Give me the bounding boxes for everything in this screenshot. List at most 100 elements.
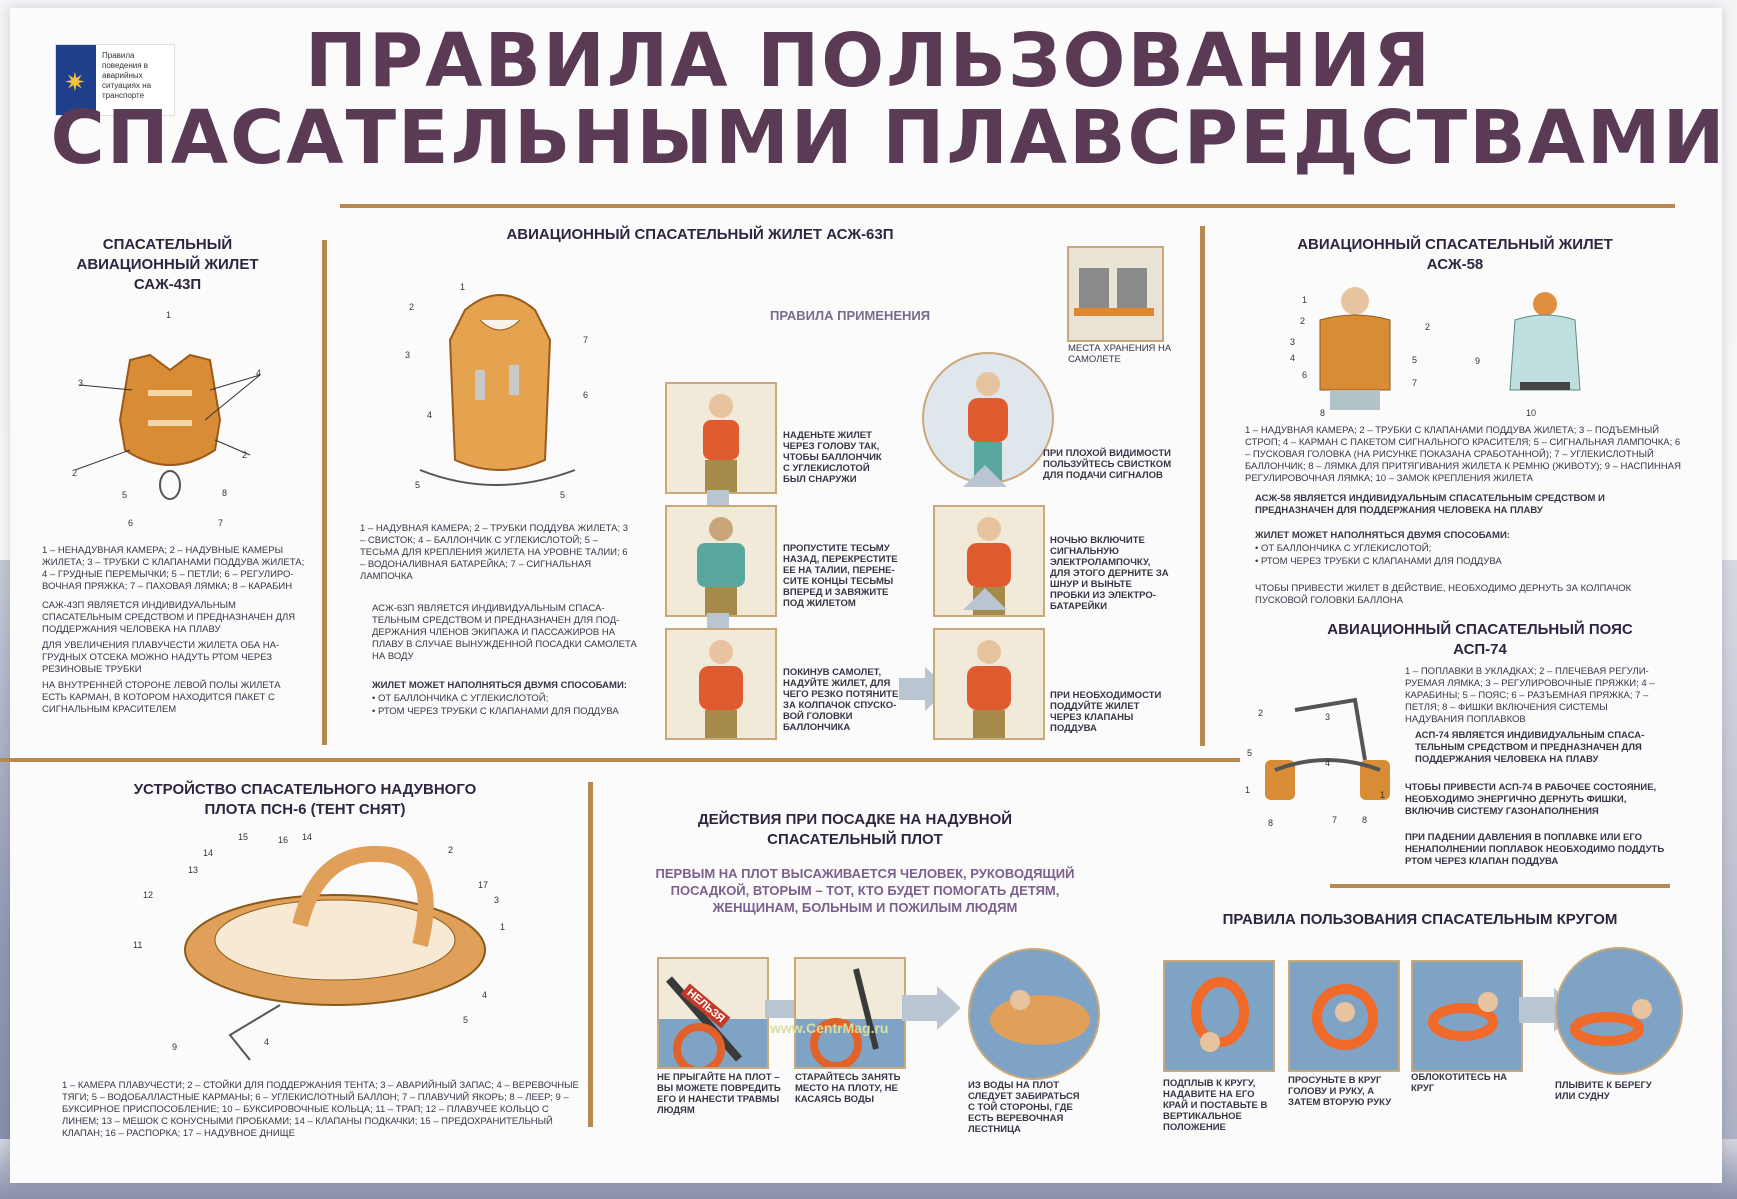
arrow-up-1 bbox=[707, 490, 729, 505]
asj63-step-4-picture bbox=[933, 628, 1045, 740]
asj63-step-6-text: ПРИ ПЛОХОЙ ВИДИМОСТИ ПОЛЬЗУЙТЕСЬ СВИСТКО… bbox=[1043, 448, 1172, 481]
arrow-up-3 bbox=[963, 465, 1007, 487]
asj63-step-5-text: НОЧЬЮ ВКЛЮЧИТЕ СИГНАЛЬНУЮ ЭЛЕКТРОЛАМПОЧК… bbox=[1050, 535, 1169, 612]
raft-step-2-picture bbox=[794, 957, 906, 1069]
logo-badge bbox=[56, 45, 96, 115]
asj58-illustration-back bbox=[1500, 290, 1590, 415]
asj63-step-2-picture bbox=[665, 505, 777, 617]
emercom-logo: ✷ Правила поведения в аварийных ситуация… bbox=[55, 44, 175, 116]
asp74-legend: 1 – ПОПЛАВКИ В УКЛАДКАХ; 2 – ПЛЕЧЕВАЯ РЕ… bbox=[1405, 666, 1655, 725]
life-ring-icon bbox=[1191, 977, 1249, 1052]
ring-heading: ПРАВИЛА ПОЛЬЗОВАНИЯ СПАСАТЕЛЬНЫМ КРУГОМ bbox=[1222, 911, 1618, 928]
asp74-paragraph-3: ПРИ ПАДЕНИИ ДАВЛЕНИЯ В ПОПЛАВКЕ ИЛИ ЕГО … bbox=[1405, 832, 1665, 867]
asj58-bullet-1: • ОТ БАЛЛОНЧИКА С УГЛЕКИСЛОТОЙ; bbox=[1255, 543, 1432, 554]
page-title-line1: ПРАВИЛА ПОЛЬЗОВАНИЯ bbox=[305, 18, 1432, 104]
ring-step-4-text: ПЛЫВИТЕ К БЕРЕГУ ИЛИ СУДНУ bbox=[1555, 1080, 1652, 1102]
asj63-step-1-text: НАДЕНЬТЕ ЖИЛЕТ ЧЕРЕЗ ГОЛОВУ ТАК, ЧТОБЫ Б… bbox=[783, 430, 882, 485]
life-ring-head-icon bbox=[1312, 984, 1378, 1050]
psn6-heading: УСТРОЙСТВО СПАСАТЕЛЬНОГО НАДУВНОГО ПЛОТА… bbox=[133, 781, 477, 818]
asj58-bullet-2: • РТОМ ЧЕРЕЗ ТРУБКИ С КЛАПАНАМИ ДЛЯ ПОДД… bbox=[1255, 556, 1502, 567]
raft-arrow-2 bbox=[902, 995, 940, 1021]
asj58-illustration-front bbox=[1290, 285, 1420, 415]
person-blow-tube-icon bbox=[967, 640, 1011, 738]
saj-legend: 1 – НЕНАДУВНАЯ КАМЕРА; 2 – НАДУВНЫЕ КАМЕ… bbox=[42, 545, 305, 592]
asj58-paragraph-2: ЖИЛЕТ МОЖЕТ НАПОЛНЯТЬСЯ ДВУМЯ СПОСОБАМИ: bbox=[1255, 530, 1510, 541]
ring-step-3-picture bbox=[1411, 960, 1523, 1072]
person-vest-back-icon bbox=[697, 517, 745, 615]
ring-step-2-picture bbox=[1288, 960, 1400, 1072]
ring-step-1-picture bbox=[1163, 960, 1275, 1072]
asj63-paragraph-1: АСЖ-63П ЯВЛЯЕТСЯ ИНДИВИДУАЛЬНЫМ СПАСА-ТЕ… bbox=[372, 603, 637, 662]
aircraft-seat-icon bbox=[1074, 268, 1154, 316]
saj-illustration: 1 3 4 2 2 5 8 6 7 bbox=[70, 310, 270, 530]
saj-paragraph-1: САЖ-43П ЯВЛЯЕТСЯ ИНДИВИДУАЛЬНЫМ СПАСАТЕЛ… bbox=[42, 600, 296, 635]
saj-vest-drawing bbox=[74, 353, 261, 500]
ladder-boarding-icon bbox=[796, 968, 904, 1067]
raft-structure-drawing bbox=[184, 845, 486, 1061]
divider-middle bbox=[0, 758, 1240, 762]
asj58-back-drawing bbox=[1509, 292, 1581, 391]
divider-vertical-2 bbox=[1200, 226, 1205, 746]
watermark: www.CentrMag.ru bbox=[770, 1020, 889, 1036]
saj-paragraph-2: ДЛЯ УВЕЛИЧЕНИЯ ПЛАВУЧЕСТИ ЖИЛЕТА ОБА НА-… bbox=[42, 640, 280, 675]
saj-paragraph-3: НА ВНУТРЕННЕЙ СТОРОНЕ ЛЕВОЙ ПОЛЫ ЖИЛЕТА … bbox=[42, 680, 281, 715]
asj63-rules-heading: ПРАВИЛА ПРИМЕНЕНИЯ bbox=[770, 308, 931, 323]
raft-intro: ПЕРВЫМ НА ПЛОТ ВЫСАЖИВАЕТСЯ ЧЕЛОВЕК, РУК… bbox=[655, 866, 1075, 915]
asj58-front-drawing bbox=[1319, 287, 1391, 410]
asj63-vest-drawing bbox=[419, 294, 576, 486]
raft-step-1-text: НЕ ПРЫГАЙТЕ НА ПЛОТ – ВЫ МОЖЕТЕ ПОВРЕДИТ… bbox=[657, 1072, 781, 1116]
jump-warning-icon bbox=[659, 976, 767, 1067]
ring-step-3-text: ОБЛОКОТИТЕСЬ НА КРУГ bbox=[1411, 1072, 1508, 1094]
psn6-legend: 1 – КАМЕРА ПЛАВУЧЕСТИ; 2 – СТОЙКИ ДЛЯ ПО… bbox=[62, 1080, 579, 1139]
divider-vertical-1 bbox=[322, 240, 327, 745]
logo-text: Правила поведения в аварийных ситуациях … bbox=[102, 51, 152, 100]
divider-vertical-3 bbox=[588, 782, 593, 1127]
ring-step-2-text: ПРОСУНЬТЕ В КРУГ ГОЛОВУ И РУКУ, А ЗАТЕМ … bbox=[1288, 1075, 1392, 1108]
asj58-paragraph-1: АСЖ-58 ЯВЛЯЕТСЯ ИНДИВИДУАЛЬНЫМ СПАСАТЕЛЬ… bbox=[1255, 493, 1605, 516]
raft-step-3-picture bbox=[968, 948, 1100, 1080]
asj63-bullet-2: • РТОМ ЧЕРЕЗ ТРУБКИ С КЛАПАНАМИ ДЛЯ ПОДД… bbox=[372, 706, 619, 717]
asp74-heading: АВИАЦИОННЫЙ СПАСАТЕЛЬНЫЙ ПОЯС АСП-74 bbox=[1327, 621, 1633, 658]
person-whistle-icon bbox=[968, 372, 1008, 482]
aircraft-storage-caption: МЕСТА ХРАНЕНИЯ НА САМОЛЕТЕ bbox=[1068, 343, 1172, 365]
asj63-step-3-text: ПОКИНУВ САМОЛЕТ, НАДУЙТЕ ЖИЛЕТ, ДЛЯ ЧЕГО… bbox=[783, 667, 899, 733]
raft-step-3-text: ИЗ ВОДЫ НА ПЛОТ СЛЕДУЕТ ЗАБИРАТЬСЯ С ТОЙ… bbox=[968, 1080, 1080, 1135]
asp74-belt-drawing bbox=[1265, 697, 1390, 800]
asj63-step-2-text: ПРОПУСТИТЕ ТЕСЬМУ НАЗАД, ПЕРЕКРЕСТИТЕ ЕЕ… bbox=[783, 543, 898, 609]
star-icon: ✷ bbox=[64, 67, 86, 97]
arrow-right-step bbox=[899, 678, 931, 700]
divider-ring bbox=[1330, 884, 1670, 888]
asj58-paragraph-3: ЧТОБЫ ПРИВЕСТИ ЖИЛЕТ В ДЕЙСТВИЕ, НЕОБХОД… bbox=[1255, 583, 1632, 606]
raft-heading: ДЕЙСТВИЯ ПРИ ПОСАДКЕ НА НАДУВНОЙ СПАСАТЕ… bbox=[697, 811, 1013, 848]
asj63-bullet-1: • ОТ БАЛЛОНЧИКА С УГЛЕКИСЛОТОЙ; bbox=[372, 693, 549, 704]
asj58-legend: 1 – НАДУВНАЯ КАМЕРА; 2 – ТРУБКИ С КЛАПАН… bbox=[1245, 425, 1681, 484]
asp74-paragraph-1: АСП-74 ЯВЛЯЕТСЯ ИНДИВИДУАЛЬНЫМ СПАСА-ТЕЛ… bbox=[1415, 730, 1645, 765]
swim-to-shore-icon bbox=[1570, 999, 1652, 1046]
arrow-up-2 bbox=[707, 613, 729, 628]
page-title-line2: СПАСАТЕЛЬНЫМИ ПЛАВСРЕДСТВАМИ bbox=[50, 95, 1727, 181]
raft-step-2-text: СТАРАЙТЕСЬ ЗАНЯТЬ МЕСТО НА ПЛОТУ, НЕ КАС… bbox=[795, 1072, 901, 1105]
saj-heading: СПАСАТЕЛЬНЫЙ АВИАЦИОННЫЙ ЖИЛЕТ САЖ-43П bbox=[76, 236, 259, 293]
raft-arrow-2-head bbox=[937, 986, 961, 1030]
person-vest-icon bbox=[703, 394, 739, 492]
asj63-heading: АВИАЦИОННЫЙ СПАСАТЕЛЬНЫЙ ЖИЛЕТ АСЖ-63П bbox=[506, 226, 894, 243]
asp74-paragraph-2: ЧТОБЫ ПРИВЕСТИ АСП-74 В РАБОЧЕЕ СОСТОЯНИ… bbox=[1405, 782, 1657, 817]
asj63-illustration: 1 2 3 4 7 6 5 5 bbox=[405, 280, 595, 505]
raft-arrow-1 bbox=[765, 1000, 794, 1018]
arrow-up-4 bbox=[963, 588, 1007, 610]
asp74-illustration bbox=[1255, 690, 1400, 830]
asj63-step-3-picture bbox=[665, 628, 777, 740]
raft-step-1-picture: НЕЛЬЗЯ bbox=[657, 957, 769, 1069]
psn6-illustration bbox=[160, 835, 500, 1065]
asj63-step-1-picture bbox=[665, 382, 777, 494]
life-ring-lean-icon bbox=[1428, 992, 1498, 1041]
asj63-paragraph-2: ЖИЛЕТ МОЖЕТ НАПОЛНЯТЬСЯ ДВУМЯ СПОСОБАМИ: bbox=[372, 680, 627, 691]
climb-into-raft-icon bbox=[990, 990, 1090, 1045]
ring-step-4-picture bbox=[1555, 947, 1683, 1075]
aircraft-seat-picture bbox=[1067, 246, 1164, 342]
ring-step-1-text: ПОДПЛЫВ К КРУГУ, НАДАВИТЕ НА ЕГО КРАЙ И … bbox=[1163, 1078, 1268, 1133]
asj63-legend: 1 – НАДУВНАЯ КАМЕРА; 2 – ТРУБКИ ПОДДУВА … bbox=[360, 523, 629, 582]
ring-arrow bbox=[1519, 997, 1557, 1023]
asj63-step-4-text: ПРИ НЕОБХОДИМОСТИ ПОДДУЙТЕ ЖИЛЕТ ЧЕРЕЗ К… bbox=[1050, 690, 1162, 734]
